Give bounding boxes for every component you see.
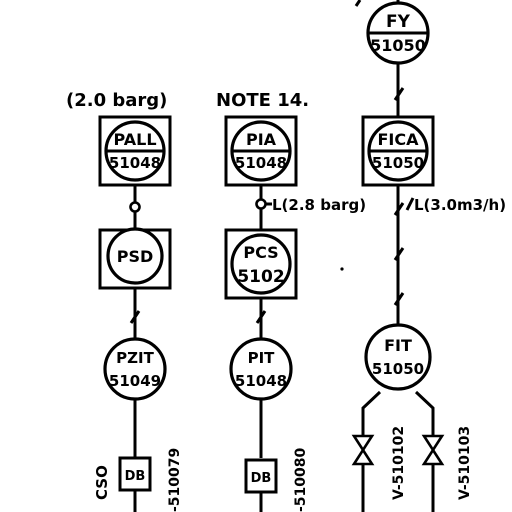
stray-dot [340, 267, 344, 271]
instrument-tag: PALL [113, 130, 156, 149]
instrument-number: 51050 [372, 154, 424, 172]
instrument-number: 51049 [109, 372, 161, 390]
instrument-number: 51050 [372, 360, 424, 378]
junction-box-label: DB [125, 469, 146, 484]
branch-line-left [361, 390, 382, 512]
junction-dot-middle [255, 198, 267, 210]
gate-valve-v-510103[interactable] [421, 434, 445, 466]
junction-box-left[interactable]: DB [118, 456, 152, 492]
signal-slash-marks [129, 87, 415, 324]
note-14: NOTE 14. [216, 90, 309, 111]
instrument-tag: PSD [117, 247, 154, 266]
signal-label-pia-low: L(2.8 barg) [272, 196, 366, 214]
instrument-tag: FICA [377, 130, 419, 149]
instrument-number: 51048 [235, 154, 287, 172]
junction-box-middle[interactable]: DB [244, 458, 278, 494]
instrument-psd[interactable]: PSD [98, 227, 172, 290]
instrument-tag: FIT [384, 336, 412, 355]
line-fragment-top [354, 0, 362, 7]
branch-line-right [414, 390, 435, 512]
note-left-pressure: (2.0 barg) [66, 90, 167, 111]
instrument-pit-51048[interactable]: PIT 51048 [229, 337, 293, 401]
instrument-tag: PIT [248, 349, 276, 367]
valve-tag-v1: V-510102 [391, 426, 407, 500]
instrument-fica-51050[interactable]: FICA 51050 [361, 115, 435, 187]
instrument-pia-51048[interactable]: PIA 51048 [224, 115, 298, 187]
instrument-fy-51050[interactable]: FY 51050 [366, 1, 430, 65]
cso-label: CSO [93, 465, 111, 500]
instrument-number: 51048 [235, 372, 287, 390]
instrument-tag: PZIT [116, 349, 154, 367]
instrument-tag: PIA [246, 130, 277, 149]
instrument-pzit-51049[interactable]: PZIT 51049 [103, 337, 167, 401]
instrument-pall-51048[interactable]: PALL 51048 [98, 115, 172, 187]
valve-tag-v2: V-510103 [457, 426, 473, 500]
instrument-number: 51050 [370, 36, 426, 55]
instrument-fit-51050[interactable]: FIT 51050 [364, 323, 432, 391]
instrument-number: 5102 [237, 267, 284, 287]
cable-tag-left: -510079 [167, 448, 183, 512]
instrument-tag: FY [386, 12, 411, 32]
gate-valve-v-510102[interactable] [351, 434, 375, 466]
junction-box-label: DB [251, 471, 272, 486]
instrument-number: 51048 [109, 154, 161, 172]
signal-label-fica-low: L(3.0m3/h) [414, 196, 506, 214]
cable-tag-middle: -510080 [293, 447, 309, 512]
junction-dot-left [129, 201, 141, 213]
instrument-tag: PCS [243, 243, 278, 262]
instrument-pcs-5102[interactable]: PCS 5102 [224, 228, 298, 300]
